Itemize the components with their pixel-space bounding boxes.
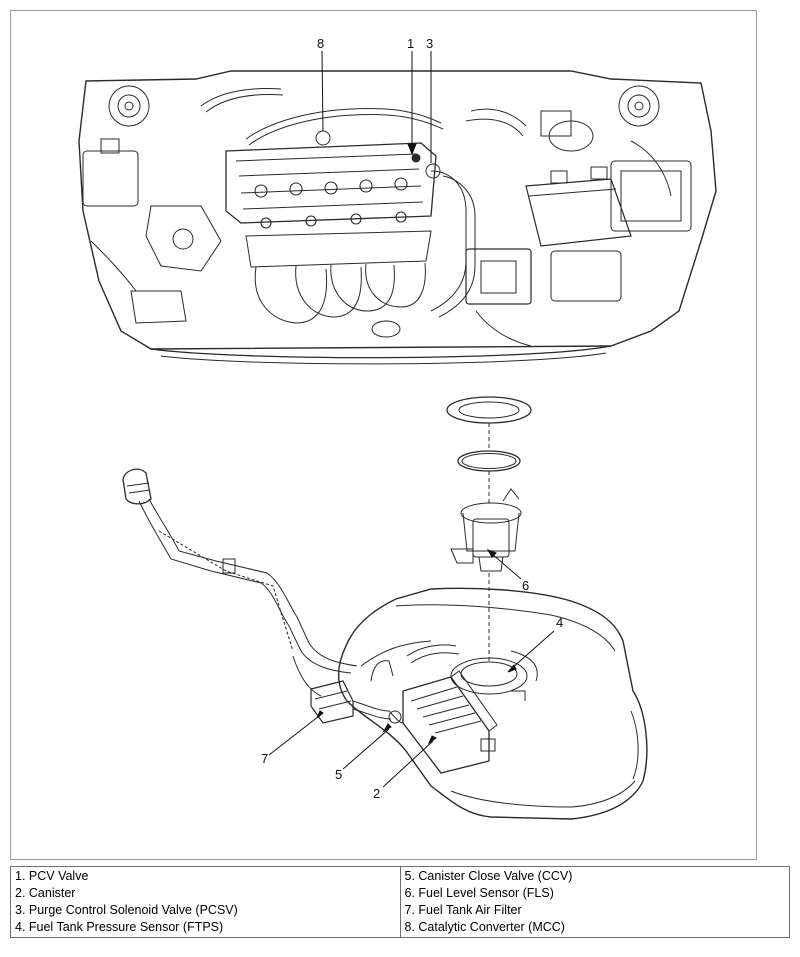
legend-item-3: 3. Purge Control Solenoid Valve (PCSV)	[15, 903, 238, 917]
callout-labels: 8 1 3 4 6 7 5 2	[261, 36, 563, 801]
callout-2: 2	[373, 786, 380, 801]
air-filter-ccv	[310, 660, 402, 724]
callout-1: 1	[407, 36, 414, 51]
legend-item-5: 5. Canister Close Valve (CCV)	[404, 869, 573, 883]
legend-column-left: 1. PCV Valve 2. Canister 3. Purge Contro…	[10, 866, 401, 938]
fuel-filler-pipe	[122, 468, 358, 697]
legend-item-7: 7. Fuel Tank Air Filter	[404, 903, 522, 917]
canister	[388, 670, 498, 774]
legend-item-1: 1. PCV Valve	[15, 869, 89, 883]
callout-7: 7	[261, 751, 268, 766]
leader-lines-engine	[321, 50, 432, 163]
callout-5: 5	[335, 767, 342, 782]
callout-3: 3	[426, 36, 433, 51]
callout-6: 6	[522, 578, 529, 593]
callout-8: 8	[317, 36, 324, 51]
callout-4: 4	[556, 615, 563, 630]
fuel-pump-assembly	[446, 396, 532, 661]
legend-table: 1. PCV Valve 2. Canister 3. Purge Contro…	[10, 866, 790, 938]
legend-item-8: 8. Catalytic Converter (MCC)	[404, 920, 565, 934]
leader-lines-lower	[268, 549, 555, 788]
legend-row: 1. PCV Valve 2. Canister 3. Purge Contro…	[10, 866, 790, 938]
diagram-frame: 8 1 3 4 6 7 5 2	[10, 10, 757, 860]
evap-system-diagram: 8 1 3 4 6 7 5 2	[78, 36, 717, 820]
legend-item-2: 2. Canister	[15, 886, 76, 900]
legend-item-4: 4. Fuel Tank Pressure Sensor (FTPS)	[15, 920, 224, 934]
engine-bay-illustration	[78, 70, 717, 365]
fuel-tank	[337, 587, 648, 820]
legend-item-6: 6. Fuel Level Sensor (FLS)	[404, 886, 554, 900]
legend-column-right: 5. Canister Close Valve (CCV) 6. Fuel Le…	[399, 866, 790, 938]
